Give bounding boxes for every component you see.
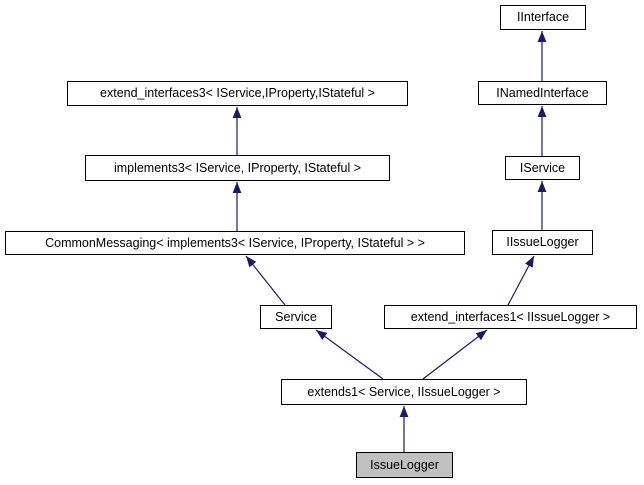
edge-extend-interfaces1-iissuelogger [507, 255, 535, 306]
node-commonmessaging[interactable]: CommonMessaging< implements3< IService, … [5, 231, 465, 255]
node-issuelogger[interactable]: IssueLogger [356, 452, 453, 478]
node-extend-interfaces3[interactable]: extend_interfaces3< IService,IProperty,I… [67, 81, 408, 106]
node-iissuelogger[interactable]: IIssueLogger [492, 230, 593, 255]
node-extend-interfaces1[interactable]: extend_interfaces1< IIssueLogger > [384, 305, 637, 329]
edge-service-commonmessaging [245, 255, 286, 306]
edge-extends1-extend-interfaces1 [422, 329, 488, 380]
node-inamedinterface[interactable]: INamedInterface [478, 81, 607, 105]
node-iinterface[interactable]: IInterface [500, 5, 586, 30]
node-extends1[interactable]: extends1< Service, IIssueLogger > [281, 379, 527, 405]
node-implements3[interactable]: implements3< IService, IProperty, IState… [85, 155, 390, 181]
node-iservice[interactable]: IService [505, 156, 580, 180]
node-service[interactable]: Service [260, 305, 332, 329]
edge-extends1-service [315, 329, 384, 380]
